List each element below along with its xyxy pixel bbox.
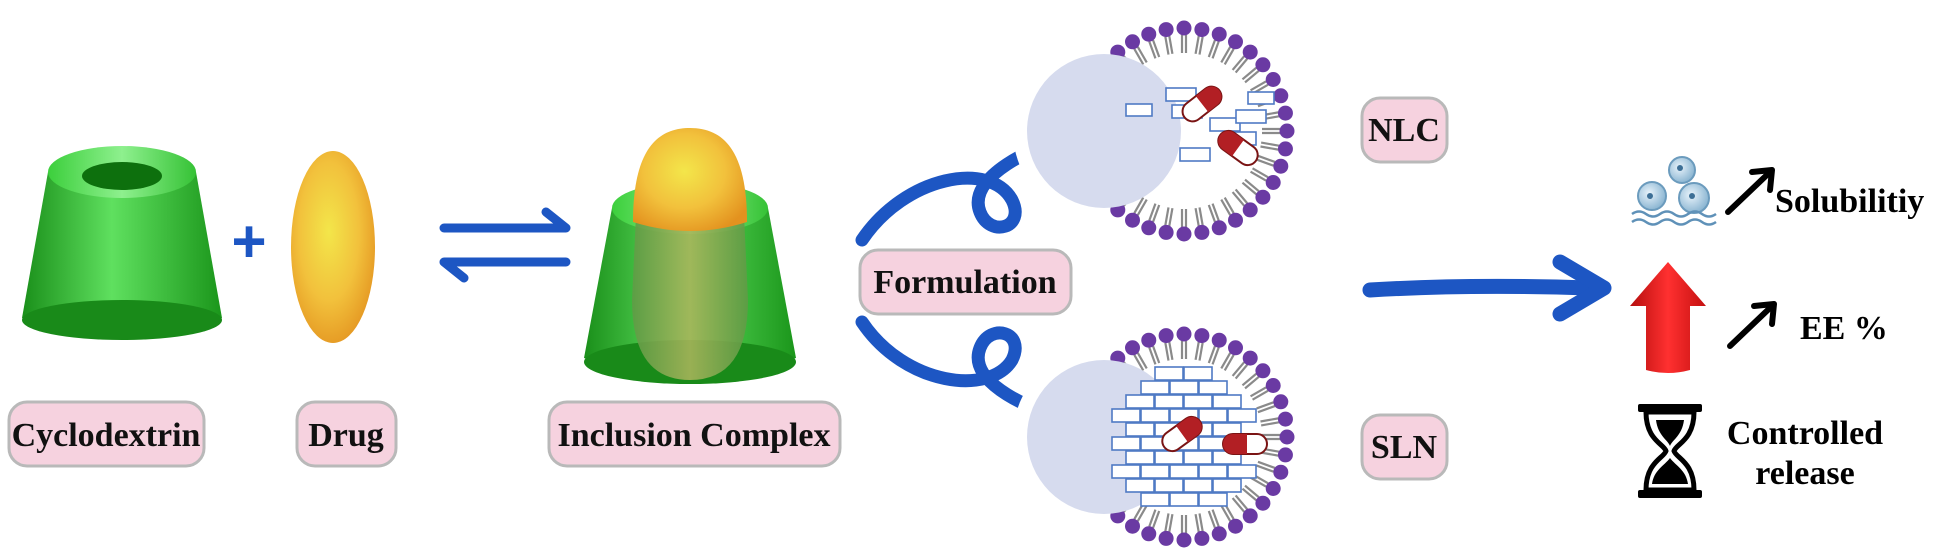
benefit-controlled-line2: release	[1755, 455, 1854, 492]
trend-up-arrow-icon	[1727, 301, 1777, 349]
benefit-controlled-line1: Controlled	[1727, 415, 1883, 452]
svg-text:Cyclodextrin: Cyclodextrin	[12, 417, 201, 454]
svg-text:Drug: Drug	[308, 417, 384, 454]
dissolving-particles-icon	[1631, 156, 1717, 226]
sln-solid-lipid-matrix	[1111, 366, 1257, 507]
benefit-ee: EE %	[1800, 310, 1888, 347]
formulation-arrow-up	[855, 136, 1070, 247]
equilibrium-arrows	[439, 207, 571, 283]
sln-nanoparticle	[1013, 326, 1295, 548]
label-cyclodextrin: Cyclodextrin	[7, 400, 206, 468]
result-arrow	[1362, 254, 1612, 322]
up-arrow-icon	[1630, 262, 1706, 373]
label-inclusion-complex: Inclusion Complex	[547, 400, 842, 468]
capsule-icon	[1161, 415, 1203, 453]
cyclodextrin-cone	[22, 146, 222, 340]
label-nlc: NLC	[1360, 96, 1449, 164]
trend-up-arrow-icon	[1725, 167, 1775, 215]
drug-ellipse	[291, 151, 375, 343]
plus-sign: +	[231, 208, 266, 275]
formulation-arrow-down	[855, 315, 1070, 420]
benefit-solubility: Solubilitiy	[1775, 183, 1924, 220]
hourglass-icon	[1638, 404, 1702, 498]
svg-text:NLC: NLC	[1368, 112, 1440, 149]
svg-text:SLN: SLN	[1371, 429, 1438, 466]
capsule-icon	[1181, 85, 1223, 123]
inclusion-complex-shape	[584, 128, 796, 384]
nlc-nanoparticle	[1013, 20, 1295, 242]
label-formulation: Formulation	[858, 248, 1073, 316]
svg-text:Formulation: Formulation	[873, 264, 1056, 301]
label-drug: Drug	[295, 400, 398, 468]
capsule-icon	[1217, 129, 1259, 167]
capsule-icon	[1222, 433, 1268, 455]
label-sln: SLN	[1360, 413, 1449, 481]
svg-text:Inclusion Complex: Inclusion Complex	[558, 417, 831, 454]
